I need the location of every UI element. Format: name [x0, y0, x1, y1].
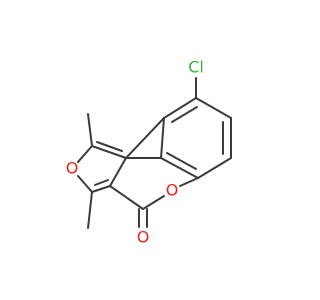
bond-c1-c2 [160, 117, 165, 159]
bond-inner-3 [166, 152, 197, 170]
bond-c7-c8 [109, 185, 144, 210]
bond-c2-c3 [163, 97, 197, 119]
bond-f1 [91, 145, 127, 159]
bond-f1-inner [96, 141, 123, 152]
bond-c8-c9 [109, 157, 127, 187]
bond-o1-c7 [142, 195, 165, 210]
bond-f3 [77, 175, 93, 193]
molecule-diagram: Cl O O O [66, 58, 232, 247]
carbonyl-oxygen-label: O [137, 228, 150, 247]
bond-c5-c6 [197, 157, 232, 179]
bond-c6-c1 [160, 157, 199, 179]
bond-f2 [77, 145, 93, 163]
bond-methyl-1 [87, 113, 93, 147]
bond-f4 [91, 185, 111, 193]
furan-oxygen-label: O [66, 159, 79, 178]
structure-canvas: Cl O O O [65, 57, 232, 247]
bond-c9-c1 [125, 117, 165, 159]
chlorine-label: Cl [188, 58, 204, 77]
bond-inner-1 [171, 106, 198, 123]
bond-c3-c4 [195, 97, 232, 119]
bond-c6-o1 [179, 177, 199, 187]
bond-methyl-2 [87, 191, 93, 229]
lactone-oxygen-label: O [166, 181, 179, 200]
bond-f4-inner [94, 179, 109, 186]
